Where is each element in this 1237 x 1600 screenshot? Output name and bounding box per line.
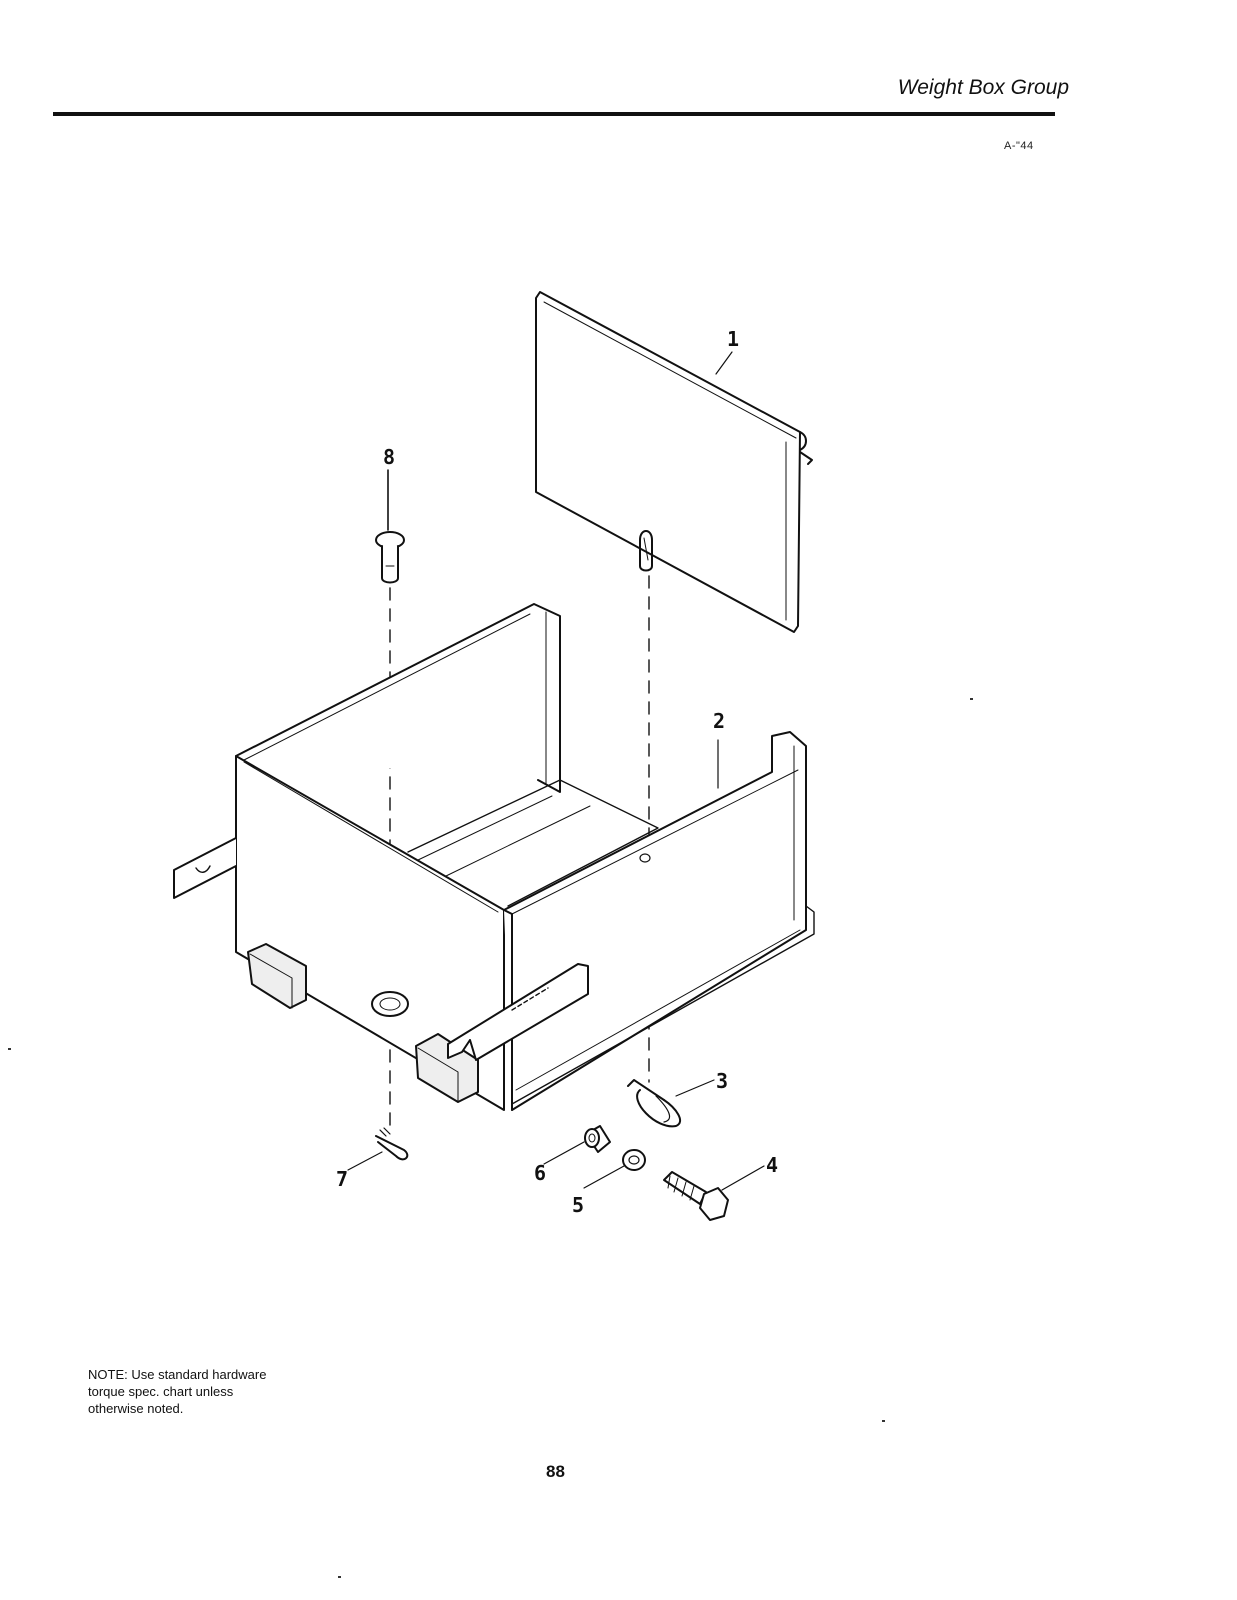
- scan-speck: [338, 1576, 341, 1578]
- scan-speck: [970, 698, 973, 700]
- header-rule: [53, 112, 1055, 116]
- leader-lines: [347, 351, 765, 1191]
- section-title: Weight Box Group: [897, 76, 1069, 99]
- washer-part: [622, 1149, 646, 1171]
- note-line: torque spec. chart unless: [88, 1384, 234, 1399]
- leader-line-6: [543, 1141, 585, 1165]
- lynch-pin-part: [627, 1079, 682, 1128]
- leader-line-1: [715, 351, 733, 375]
- scan-speck: [8, 1048, 11, 1050]
- leader-line-5: [583, 1165, 625, 1189]
- cotter-pin-part: [375, 1127, 409, 1161]
- weight-box-part: [173, 603, 815, 1111]
- callout-5: 5: [572, 1193, 584, 1217]
- bolt-part: [663, 1171, 729, 1221]
- clevis-pin-part: [375, 469, 405, 584]
- leader-line-3: [675, 1079, 715, 1097]
- lid-plate-part: [535, 291, 813, 633]
- callout-2: 2: [713, 709, 725, 733]
- torque-note: NOTE: Use standard hardware torque spec.…: [88, 1366, 348, 1417]
- scan-speck: [882, 1420, 885, 1422]
- figure-code: A-"44: [1004, 140, 1034, 152]
- leader-line-4: [721, 1165, 765, 1191]
- page-number: 88: [546, 1462, 565, 1481]
- callout-1: 1: [727, 327, 739, 351]
- callout-7: 7: [336, 1167, 348, 1191]
- note-line: otherwise noted.: [88, 1401, 184, 1416]
- spacer-part: [584, 1125, 611, 1153]
- leader-line-7: [347, 1151, 383, 1171]
- callout-6: 6: [534, 1161, 546, 1185]
- callout-8: 8: [383, 445, 395, 469]
- callout-4: 4: [766, 1153, 778, 1177]
- callout-3: 3: [716, 1069, 728, 1093]
- note-line: NOTE: Use standard hardware: [88, 1367, 267, 1382]
